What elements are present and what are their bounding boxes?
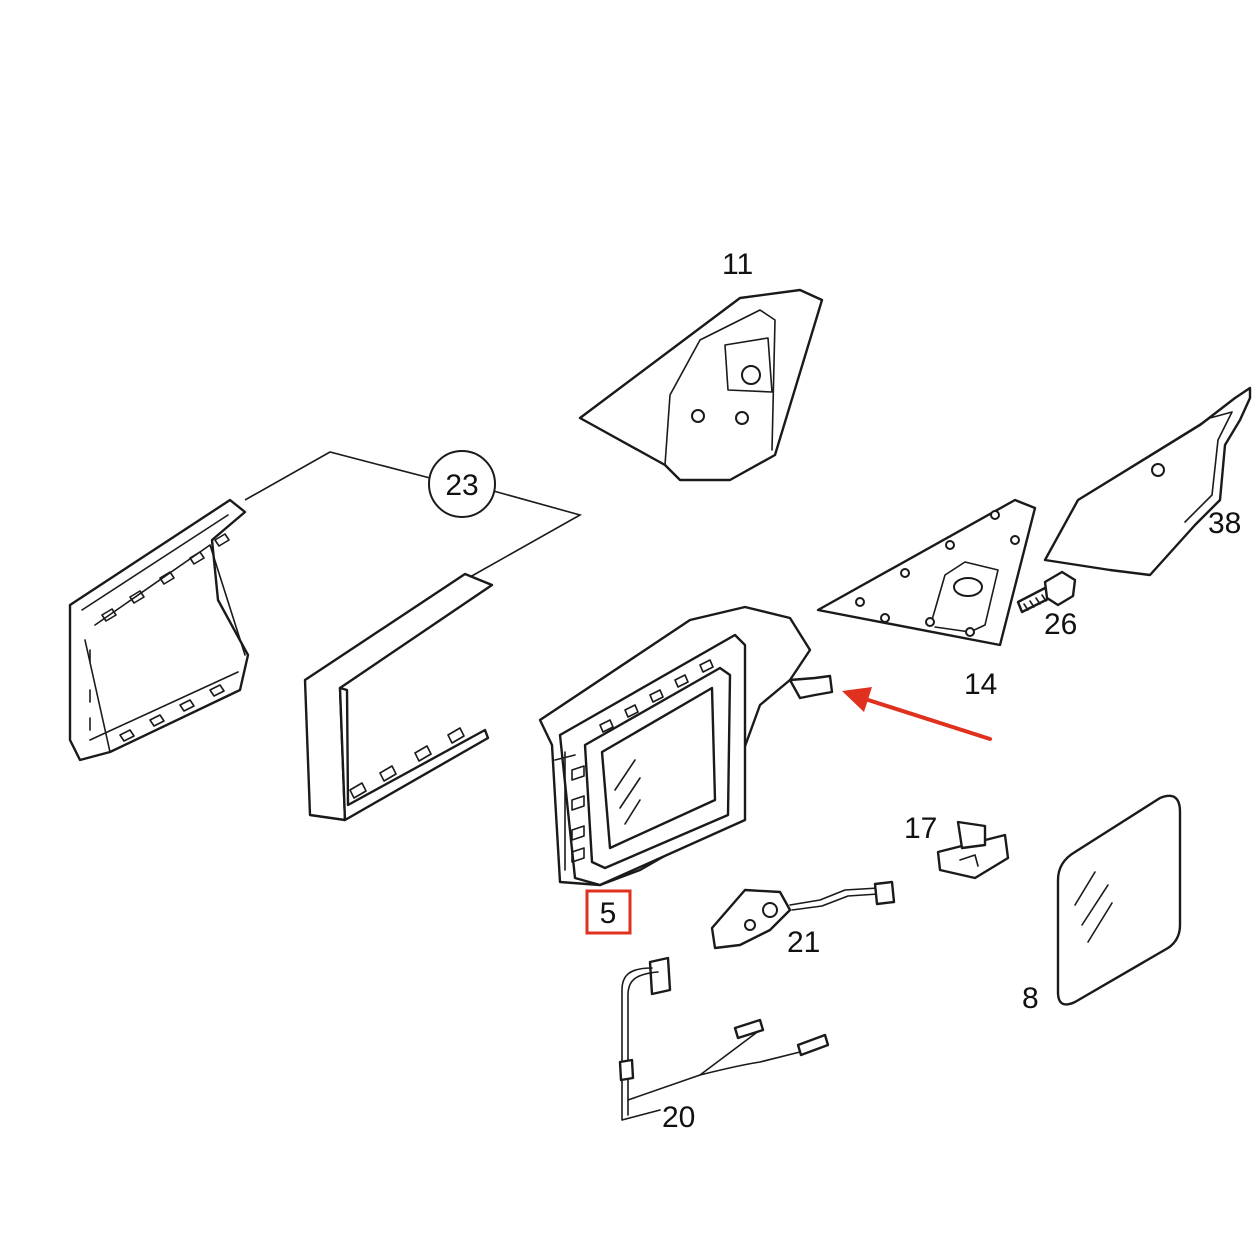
part-21-mirror-motor — [710, 880, 896, 950]
part-38-label: 38 — [1208, 507, 1241, 540]
part-5-mirror-housing — [538, 605, 834, 887]
red-pointer-arrow — [842, 687, 992, 741]
part-26-label: 26 — [1044, 608, 1077, 641]
part-23-leader-lines — [244, 451, 583, 578]
part-11-mirror-base — [578, 288, 824, 482]
part-8-label: 8 — [1022, 982, 1039, 1015]
part-23-callout-circle — [428, 450, 496, 518]
part-14-mounting-plate — [816, 498, 1037, 647]
part-21-label: 21 — [787, 926, 820, 959]
part-26-screw — [1016, 570, 1077, 614]
part-5-label: 5 — [600, 897, 617, 930]
part-23-label: 23 — [445, 469, 478, 502]
part-17-clip — [936, 820, 1010, 880]
part-23-inner-frame — [303, 572, 494, 822]
part-20-label: 20 — [662, 1101, 695, 1134]
part-38-gasket — [1043, 386, 1252, 577]
part-11-label: 11 — [722, 248, 753, 281]
part-20-wiring-harness — [618, 956, 830, 1121]
part-5-highlight-box — [585, 889, 632, 935]
part-17-label: 17 — [904, 812, 937, 845]
part-23-outer-cover — [68, 498, 250, 762]
part-14-label: 14 — [964, 668, 997, 701]
part-8-mirror-glass — [1056, 794, 1182, 1006]
